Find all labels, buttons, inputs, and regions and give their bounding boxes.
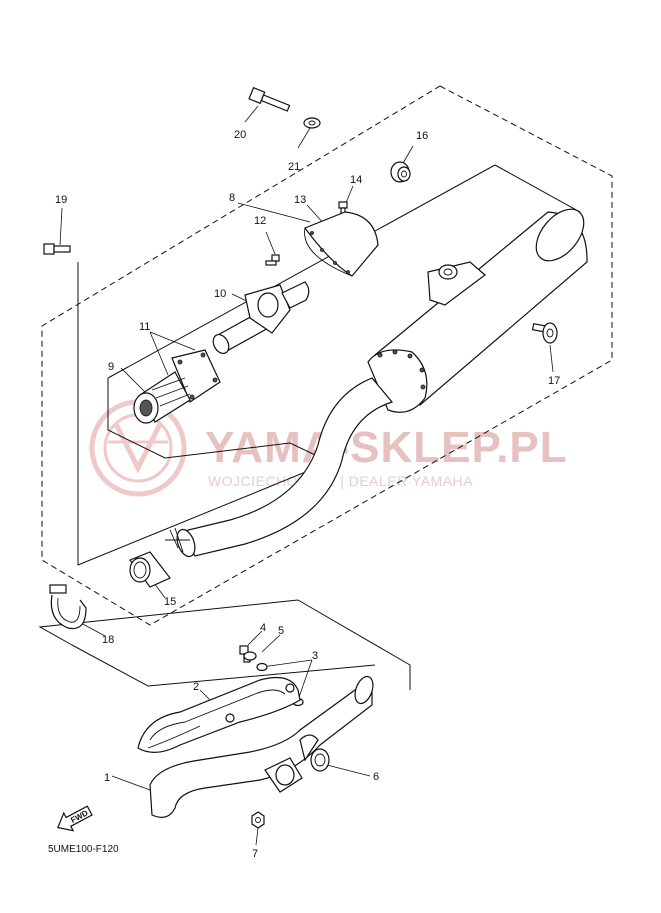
washer-part-21: [303, 117, 321, 129]
callout-12: 12: [254, 215, 266, 227]
leader-lines: [59, 105, 554, 846]
callout-7: 7: [252, 848, 258, 860]
bolt-part-20: [248, 86, 291, 112]
bolt-part-19: [43, 243, 71, 255]
heat-protector-part-2: [137, 677, 301, 753]
washer-part-5: [243, 651, 257, 661]
callout-3: 3: [312, 650, 318, 662]
washer-part-3a: [256, 662, 268, 672]
callout-13: 13: [294, 194, 306, 206]
watermark-subtitle: WOJCIECHOWICZ | DEALER YAMAHA: [208, 473, 473, 489]
callout-10: 10: [214, 288, 226, 300]
exhaust-header-pipe-part-1: [149, 675, 374, 818]
grommet-part-16: [390, 161, 411, 183]
callout-17: 17: [548, 375, 560, 387]
fwd-arrow-icon: FWD: [57, 805, 93, 832]
callout-8: 8: [229, 192, 235, 204]
callout-1: 1: [104, 772, 110, 784]
callout-16: 16: [416, 130, 428, 142]
callout-11: 11: [139, 321, 150, 333]
end-cap-part-13: [304, 211, 379, 277]
muffler-assembly-outline: [41, 85, 613, 626]
callout-14: 14: [350, 174, 362, 186]
callout-labels: 1 2 3 4 5 6 7 8 9 10 11 12 13 14 15 16 1…: [55, 129, 560, 860]
callout-19: 19: [55, 194, 67, 206]
spark-arrestor-part-9: [133, 371, 191, 424]
muffler-inlet-pipe: [165, 377, 394, 558]
clamp-part-18: [49, 584, 87, 630]
header-assembly-outline: [38, 599, 411, 690]
joint-sleeve-part-15: [129, 551, 171, 588]
nut-part-7: [251, 811, 265, 829]
gasket-part-6: [310, 748, 330, 772]
callout-6: 6: [373, 771, 379, 783]
callout-20: 20: [234, 129, 246, 141]
diagram-code: 5UME100-F120: [48, 844, 119, 855]
callout-9: 9: [108, 361, 114, 373]
bolt-part-17: [531, 322, 558, 344]
callout-4: 4: [260, 622, 266, 634]
callout-2: 2: [193, 681, 199, 693]
screw-part-12: [265, 254, 280, 266]
inner-pipe-part-10: [212, 281, 310, 355]
callout-5: 5: [278, 625, 284, 637]
callout-15: 15: [164, 596, 176, 608]
callout-21: 21: [288, 161, 300, 173]
watermark-title: YAMA-SKLEP.PL: [205, 423, 568, 472]
callout-18: 18: [102, 634, 114, 646]
